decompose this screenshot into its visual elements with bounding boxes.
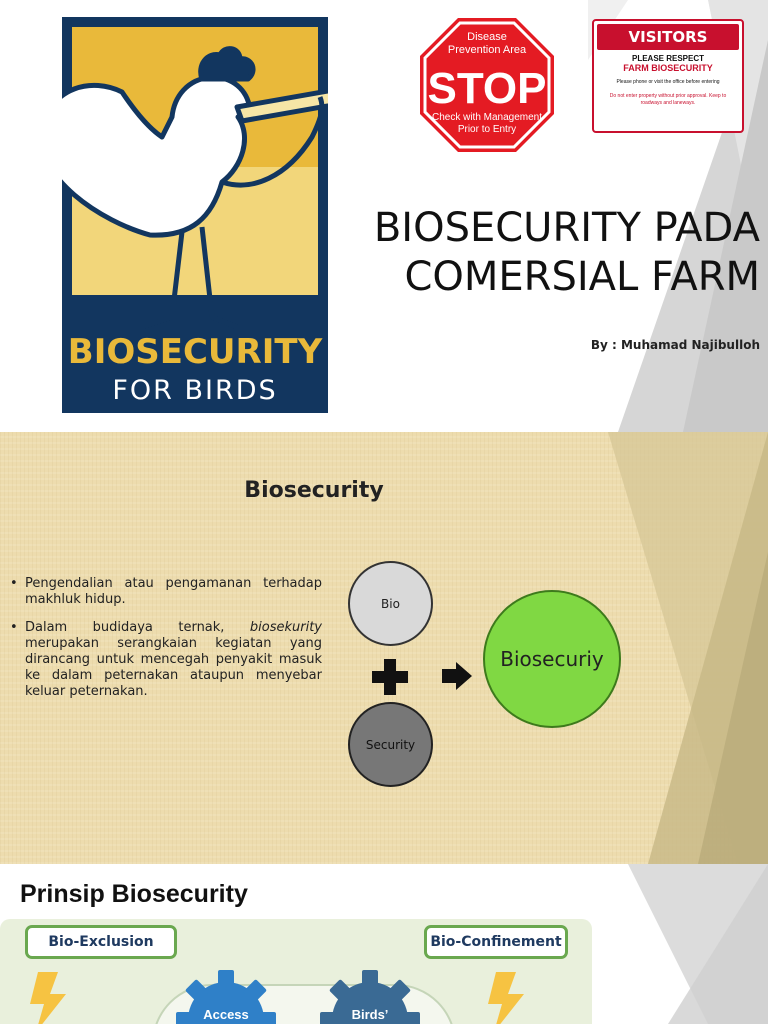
visitors-heading: VISITORS [597,24,739,50]
gear-label-birds: Birds’ [351,1007,389,1022]
biosecurity-result-circle: Biosecuriy [483,590,621,728]
stop-main-text: STOP [427,64,546,113]
lightning-bolt-icon [30,972,66,1024]
bullet-item: Pengendalian atau pengamanan terhadap ma… [8,576,322,608]
biosecurity-for-birds-logo: BIOSECURITY FOR BIRDS [62,17,328,413]
lightning-bolt-icon [488,972,524,1024]
bullet-list: Pengendalian atau pengamanan terhadap ma… [8,576,322,712]
visitors-line-4: Do not enter property without prior appr… [609,93,727,106]
visitors-sign-image: VISITORS PLEASE RESPECT FARM BIOSECURITY… [592,19,744,133]
author-byline: By : Muhamad Najibulloh [590,338,760,352]
stop-sign-image: Disease Prevention Area STOP Check with … [420,18,554,152]
bio-exclusion-box: Bio-Exclusion [25,925,177,959]
bio-exclusion-label: Bio-Exclusion [48,934,154,950]
gear-icon-access [176,970,276,1024]
gear-label-access: Access [203,1007,249,1022]
biosecurity-definition-slide: Biosecurity Pengendalian atau pengamanan… [0,432,768,864]
visitors-line-3: Please phone or visit the office before … [616,79,720,85]
logo-sub-text: FOR BIRDS [112,375,277,406]
gear-icon-birds [320,970,420,1024]
bullet-text-emphasis: biosekurity [249,620,322,635]
security-circle: Security [348,702,433,787]
stop-top-text-1: Disease [467,31,507,43]
slide-title: Prinsip Biosecurity [20,880,248,908]
result-circle-label: Biosecuriy [500,647,604,671]
slide-title-line-1: BIOSECURITY PADA [373,205,760,251]
logo-main-text: BIOSECURITY [68,332,323,372]
title-slide: BIOSECURITY FOR BIRDS Disease Prevention… [0,0,768,432]
slide-title-line-2: COMERSIAL FARM [404,253,760,300]
slide-title: BIOSECURITY PADA COMERSIAL FARM [320,204,760,302]
bullet-text-before: Dalam budidaya ternak, [25,620,250,635]
stop-top-text-2: Prevention Area [448,44,527,56]
bio-circle-label: Bio [381,596,400,611]
arrow-right-icon [442,662,472,690]
bullet-text-after: merupakan serangkaian kegiatan yang dira… [25,636,322,699]
stop-bottom-text-1: Check with Management [432,112,542,123]
bio-confinement-box: Bio-Confinement [424,925,568,959]
visitors-line-1: PLEASE RESPECT [631,54,704,63]
stop-bottom-text-2: Prior to Entry [458,124,516,135]
plus-icon [372,659,408,695]
bio-confinement-label: Bio-Confinement [430,934,562,950]
slide-title: Biosecurity [244,478,384,503]
bullet-text: Pengendalian atau pengamanan terhadap ma… [25,576,322,607]
decorative-shapes [608,432,768,864]
bio-circle: Bio [348,561,433,646]
principles-slide: Prinsip Biosecurity Bio-Exclusion Bio-Co… [0,864,768,1024]
decorative-shapes [628,864,768,1024]
security-circle-label: Security [365,737,416,752]
visitors-line-2: FARM BIOSECURITY [623,63,713,73]
bullet-item: Dalam budidaya ternak, biosekurity merup… [8,620,322,700]
